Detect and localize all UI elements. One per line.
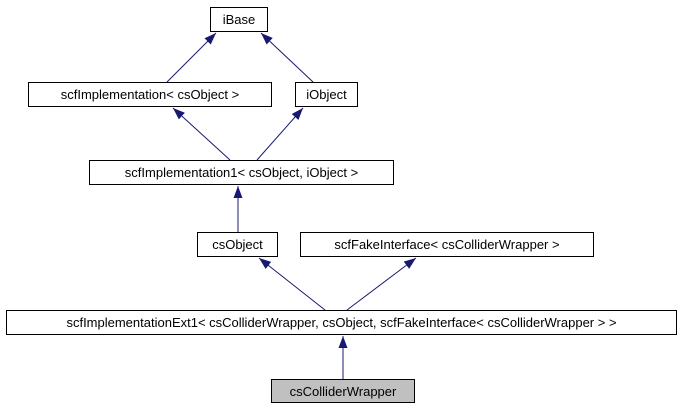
- edge-scfimplementation-to-ibase: [166, 32, 217, 83]
- edge-scfimplementation1-to-scfimplementation: [172, 107, 231, 161]
- edge-scfimplementation1-to-iobject: [256, 107, 304, 161]
- node-csobject[interactable]: csObject: [197, 232, 278, 257]
- node-scfimplementation[interactable]: scfImplementation< csObject >: [28, 82, 272, 107]
- node-scfimplementation1[interactable]: scfImplementation1< csObject, iObject >: [89, 160, 394, 185]
- node-ibase[interactable]: iBase: [210, 7, 268, 32]
- edge-scfimplementationext1-to-scffakeinterface: [346, 257, 417, 311]
- node-cscolliderwrapper: csColliderWrapper: [271, 379, 415, 403]
- edge-iobject-to-ibase: [260, 32, 314, 83]
- node-scffakeinterface[interactable]: scfFakeInterface< csColliderWrapper >: [300, 232, 594, 257]
- node-iobject[interactable]: iObject: [295, 82, 358, 107]
- node-scfimplementationext1[interactable]: scfImplementationExt1< csColliderWrapper…: [6, 310, 677, 335]
- edge-scfimplementationext1-to-csobject: [258, 257, 326, 311]
